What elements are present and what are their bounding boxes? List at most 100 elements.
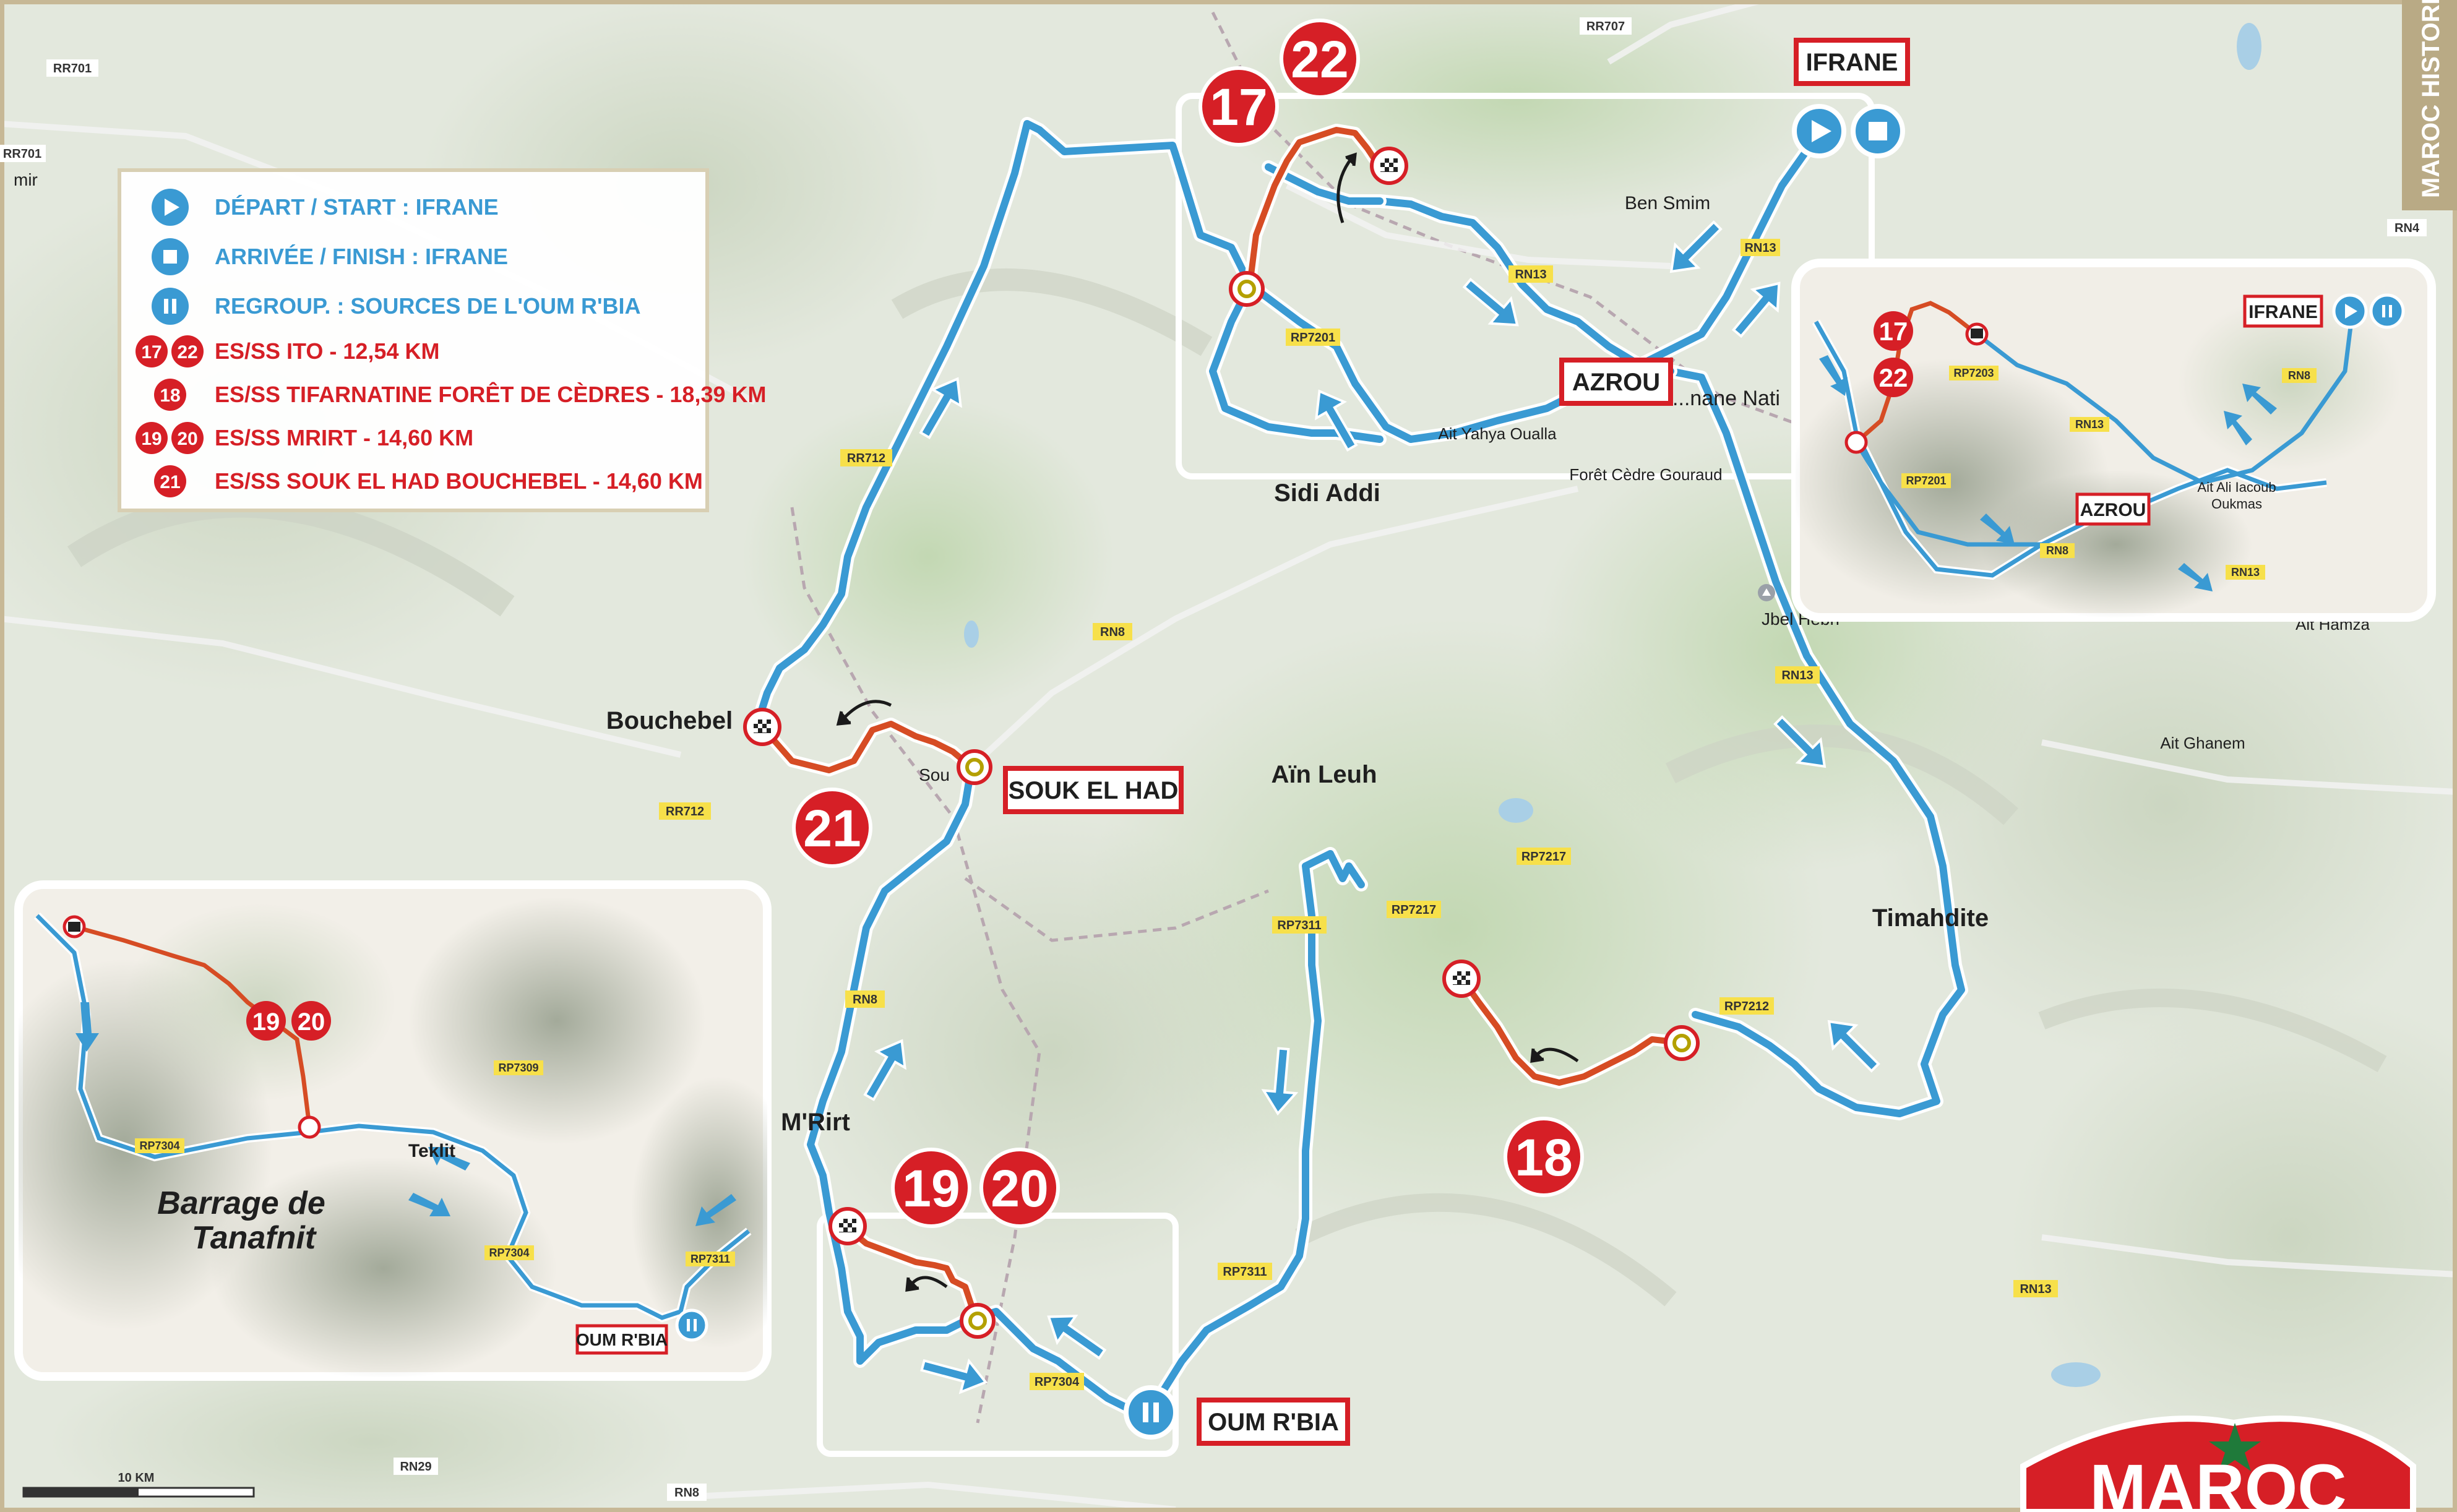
- legend-ss-tifarnatine: 18 ES/SS TIFARNATINE FORÊT DE CÈDRES - 1…: [154, 379, 766, 411]
- arrow-6: [1773, 715, 1827, 768]
- svg-text:...nane Nati: ...nane Nati: [1672, 387, 1780, 410]
- stage-finish-flag-icon: [1442, 960, 1481, 998]
- svg-text:RR701: RR701: [53, 62, 92, 75]
- svg-text:RN13: RN13: [2231, 566, 2260, 578]
- svg-text:22: 22: [1291, 30, 1348, 88]
- legend-ss-ito: 17 22 ES/SS ITO - 12,54 KM: [136, 335, 439, 367]
- svg-text:RN13: RN13: [1515, 268, 1546, 281]
- svg-text:mir: mir: [14, 170, 38, 189]
- svg-text:Tanafnit: Tanafnit: [192, 1220, 317, 1256]
- svg-text:17: 17: [1210, 78, 1267, 136]
- svg-text:18: 18: [1515, 1128, 1572, 1187]
- svg-text:RN13: RN13: [1744, 241, 1776, 255]
- arrow-10: [920, 1358, 988, 1394]
- svg-text:RR701: RR701: [3, 147, 41, 161]
- svg-text:RP7309: RP7309: [498, 1062, 538, 1074]
- svg-text:RP7203: RP7203: [1953, 367, 1994, 379]
- svg-text:DÉPART / START : IFRANE: DÉPART / START : IFRANE: [215, 194, 499, 220]
- stage-badge-19: 19: [891, 1148, 971, 1228]
- svg-text:RP7311: RP7311: [1277, 919, 1321, 932]
- svg-text:18: 18: [160, 385, 180, 406]
- svg-text:Teklit: Teklit: [408, 1141, 455, 1161]
- stage-start-icon: [957, 749, 992, 785]
- svg-text:RN8: RN8: [674, 1486, 699, 1500]
- svg-text:RN13: RN13: [1781, 669, 1813, 682]
- svg-text:17: 17: [141, 342, 161, 363]
- stage-badge-18: 18: [1504, 1117, 1584, 1197]
- svg-text:22: 22: [1879, 363, 1908, 392]
- arrow-3: [1462, 277, 1519, 327]
- direction-arrows: [863, 220, 1880, 1394]
- town-box-souk-el-had: SOUK EL HAD: [1003, 766, 1184, 814]
- arrow-8: [1261, 1047, 1299, 1116]
- town-box-azrou: AZROU: [1559, 358, 1673, 406]
- svg-text:MAROC HISTORIC: MAROC HISTORIC: [2417, 0, 2445, 198]
- stage-badge-20: 20: [979, 1148, 1060, 1228]
- legend-ss-mrirt: 19 20 ES/SS MRIRT - 14,60 KM: [136, 422, 473, 454]
- stage-badge-22: 22: [1280, 19, 1360, 99]
- svg-text:Ait Yahya Oualla: Ait Yahya Oualla: [1438, 424, 1557, 443]
- svg-text:RP7201: RP7201: [1906, 475, 1946, 487]
- svg-text:RN4: RN4: [2395, 221, 2420, 235]
- legend: DÉPART / START : IFRANE ARRIVÉE / FINISH…: [118, 168, 766, 512]
- svg-text:RP7304: RP7304: [1035, 1375, 1080, 1389]
- legend-ss-souk: 21 ES/SS SOUK EL HAD BOUCHEBEL - 14,60 K…: [154, 465, 703, 497]
- stage-badge-21: 21: [792, 788, 872, 868]
- stage-finish-flag-icon: [1370, 147, 1408, 185]
- arrow-1: [919, 377, 962, 440]
- svg-text:AZROU: AZROU: [1572, 369, 1660, 396]
- svg-text:Ait Ghanem: Ait Ghanem: [2160, 734, 2245, 752]
- svg-text:RN8: RN8: [2046, 544, 2068, 557]
- town-box-ifrane: IFRANE: [1794, 38, 1910, 86]
- scale-bar: 10 KM: [22, 1471, 255, 1498]
- svg-text:ES/SS ITO - 12,54 KM: ES/SS ITO - 12,54 KM: [215, 338, 439, 364]
- town-box-oum-rbia: OUM R'BIA: [1197, 1398, 1350, 1446]
- svg-text:ES/SS MRIRT - 14,60 KM: ES/SS MRIRT - 14,60 KM: [215, 425, 473, 450]
- regroup-pause-icon: [1124, 1385, 1178, 1440]
- svg-text:10 KM: 10 KM: [118, 1471, 155, 1485]
- stage-start-icon: [1664, 1025, 1700, 1061]
- stage-finish-flag-icon: [743, 708, 781, 746]
- svg-text:MAROC: MAROC: [2089, 1451, 2347, 1512]
- svg-text:22: 22: [177, 342, 197, 363]
- legend-regroup: REGROUP. : SOURCES DE L'OUM R'BIA: [152, 288, 641, 325]
- stage-direction-arrows: [836, 152, 1579, 1292]
- svg-text:RN8: RN8: [1100, 625, 1125, 639]
- svg-text:ARRIVÉE / FINISH : IFRANE: ARRIVÉE / FINISH : IFRANE: [215, 244, 508, 269]
- svg-text:AZROU: AZROU: [2080, 500, 2146, 520]
- svg-text:19: 19: [902, 1159, 960, 1218]
- svg-text:17: 17: [1879, 317, 1908, 346]
- svg-text:Ait Ali Iacoub: Ait Ali Iacoub: [2197, 479, 2276, 495]
- svg-text:21: 21: [160, 472, 180, 492]
- svg-text:M'Rirt: M'Rirt: [781, 1109, 850, 1136]
- svg-text:20: 20: [991, 1159, 1048, 1218]
- maroc-logo: MAROC: [2020, 1415, 2416, 1512]
- svg-text:RN13: RN13: [2020, 1282, 2051, 1296]
- svg-text:20: 20: [298, 1008, 325, 1036]
- start-play-icon: [1792, 104, 1846, 158]
- svg-text:19: 19: [141, 429, 161, 449]
- svg-text:Sou: Sou: [919, 765, 950, 784]
- peak-icon: [1758, 584, 1775, 601]
- arrow-11: [1047, 1315, 1107, 1360]
- arrow-2: [1315, 389, 1358, 452]
- arrow-5: [1731, 281, 1781, 338]
- svg-text:ES/SS SOUK EL HAD BOUCHEBEL -: ES/SS SOUK EL HAD BOUCHEBEL - 14,60 KM: [215, 468, 703, 494]
- svg-text:RN29: RN29: [400, 1460, 431, 1474]
- svg-text:RP7304: RP7304: [139, 1140, 179, 1152]
- svg-text:Aïn Leuh: Aïn Leuh: [1271, 761, 1377, 788]
- svg-text:RR712: RR712: [666, 805, 704, 818]
- svg-text:Ben Smim: Ben Smim: [1625, 193, 1710, 213]
- svg-text:Oukmas: Oukmas: [2211, 496, 2262, 512]
- svg-text:SOUK EL HAD: SOUK EL HAD: [1009, 777, 1179, 804]
- svg-text:RP7212: RP7212: [1724, 1000, 1769, 1013]
- legend-finish: ARRIVÉE / FINISH : IFRANE: [152, 238, 508, 275]
- svg-text:RR712: RR712: [847, 452, 885, 465]
- svg-text:RP7311: RP7311: [1223, 1265, 1267, 1279]
- svg-text:RP7311: RP7311: [691, 1253, 730, 1265]
- svg-text:RP7217: RP7217: [1392, 903, 1436, 917]
- finish-stop-icon: [1851, 104, 1905, 158]
- svg-text:Forêt Cèdre Gouraud: Forêt Cèdre Gouraud: [1569, 465, 1722, 484]
- stage-finish-flag-icon: [828, 1207, 867, 1245]
